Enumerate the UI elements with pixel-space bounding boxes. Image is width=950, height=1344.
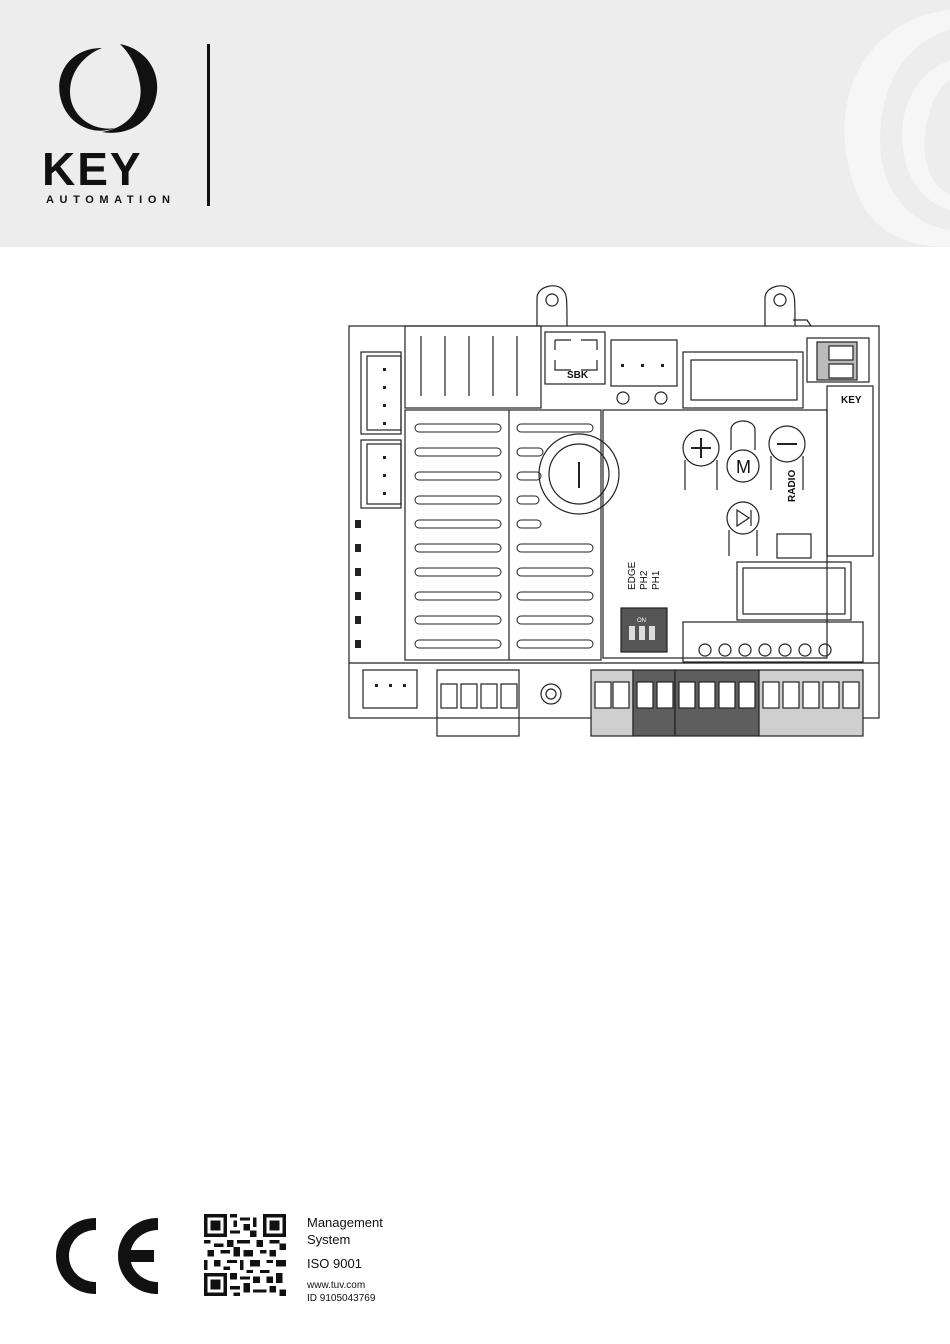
ce-mark-icon bbox=[52, 1214, 164, 1298]
label-edge: EDGE bbox=[627, 561, 638, 590]
label-radio: RADIO bbox=[787, 470, 798, 502]
m-button-label: M bbox=[736, 457, 751, 477]
cert-id: ID 9105043769 bbox=[307, 1292, 383, 1305]
label-ph1: PH1 bbox=[651, 570, 662, 590]
label-ph2: PH2 bbox=[639, 570, 650, 590]
cert-line-3: ISO 9001 bbox=[307, 1255, 383, 1272]
decorative-swirl bbox=[800, 0, 950, 247]
cert-url[interactable]: www.tuv.com bbox=[307, 1279, 383, 1292]
brand-word: KEY bbox=[42, 146, 143, 192]
label-sbk: SBK bbox=[567, 370, 589, 381]
header-band: KEY AUTOMATION bbox=[0, 0, 950, 247]
certification-block: Management System ISO 9001 www.tuv.com I… bbox=[307, 1214, 383, 1305]
brand-subtitle: AUTOMATION bbox=[46, 194, 176, 206]
cert-line-2: System bbox=[307, 1231, 383, 1248]
cert-line-1: Management bbox=[307, 1214, 383, 1231]
dip-on-label: ON bbox=[637, 618, 646, 624]
control-board-diagram: SBK KEY M RADIO EDGE PH2 PH1 ON bbox=[345, 280, 885, 740]
header-divider bbox=[207, 44, 210, 206]
qr-code-icon bbox=[204, 1214, 286, 1296]
label-key: KEY bbox=[841, 395, 862, 406]
